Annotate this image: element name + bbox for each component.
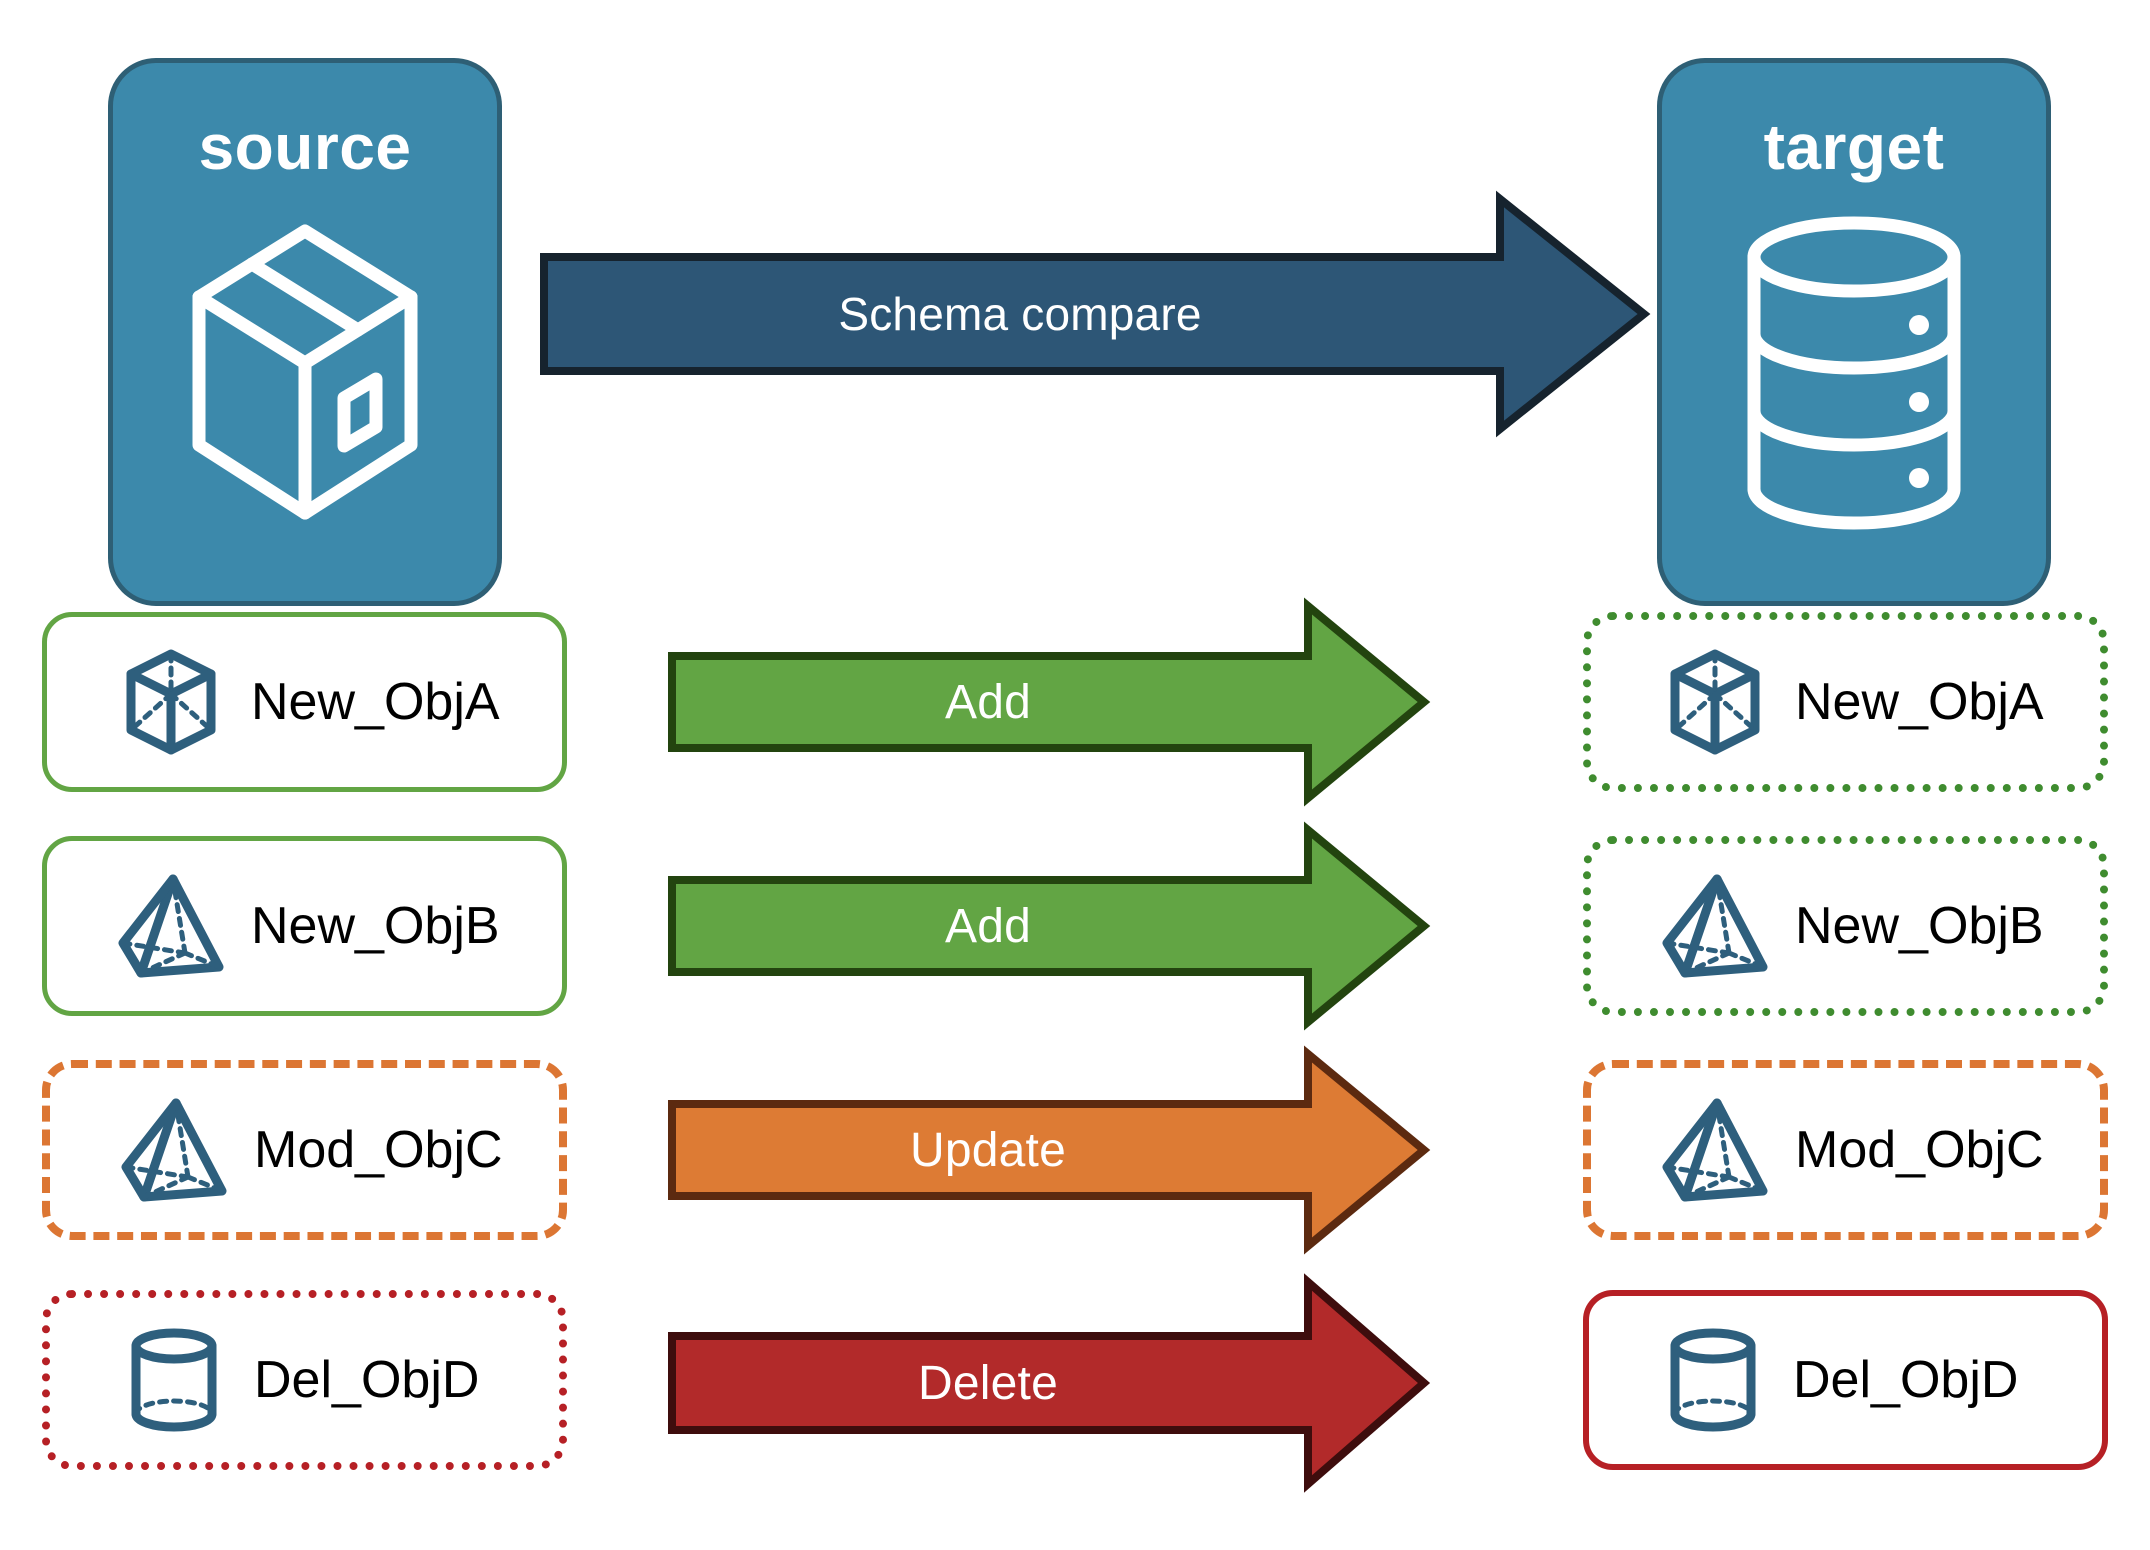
cylinder-wireframe-icon (120, 1324, 228, 1436)
target-object-card[interactable]: Del_ObjD (1583, 1290, 2108, 1470)
action-arrow-update[interactable]: Update (668, 1045, 1431, 1255)
cylinder-wireframe-icon (1659, 1324, 1767, 1436)
database-cylinder-icon (1739, 213, 1969, 533)
action-arrow-delete[interactable]: Delete (668, 1273, 1431, 1493)
action-arrow-label: Add (944, 675, 1031, 729)
cube-wireframe-icon (117, 646, 225, 758)
endpoint-card-source[interactable]: source (108, 58, 502, 606)
cube-wireframe-icon (1661, 646, 1769, 758)
target-object-card[interactable]: Mod_ObjC (1583, 1060, 2108, 1240)
source-object-card[interactable]: Del_ObjD (42, 1290, 567, 1470)
target-object-label: Mod_ObjC (1795, 1121, 2044, 1179)
action-arrow-add[interactable]: Add (668, 821, 1431, 1031)
action-arrow-label: Update (910, 1123, 1066, 1177)
target-object-card[interactable]: New_ObjA (1583, 612, 2108, 792)
compare-row: Del_ObjD Delete Del_ObjD (0, 1273, 2150, 1493)
endpoint-label-source: source (198, 111, 412, 183)
schema-compare-label: Schema compare (838, 288, 1202, 340)
compare-row: New_ObjB Add (0, 821, 2150, 1031)
action-arrow-add[interactable]: Add (668, 597, 1431, 807)
endpoint-label-target: target (1763, 111, 1945, 183)
schema-compare-arrow[interactable]: Schema compare (540, 190, 1651, 438)
target-object-label: New_ObjB (1795, 897, 2044, 955)
source-object-card[interactable]: Mod_ObjC (42, 1060, 567, 1240)
compare-row: New_ObjA Add (0, 597, 2150, 807)
compare-row: Mod_ObjC Update (0, 1045, 2150, 1255)
source-object-label: Del_ObjD (254, 1351, 480, 1409)
action-arrow-label: Add (944, 899, 1031, 953)
pyramid-wireframe-icon (1661, 1094, 1769, 1206)
source-object-label: Mod_ObjC (254, 1121, 503, 1179)
endpoint-card-target[interactable]: target (1657, 58, 2051, 606)
box-3d-icon (180, 213, 430, 543)
action-arrow-label: Delete (918, 1356, 1058, 1410)
source-object-card[interactable]: New_ObjB (42, 836, 567, 1016)
target-object-label: New_ObjA (1795, 673, 2044, 731)
pyramid-wireframe-icon (120, 1094, 228, 1206)
pyramid-wireframe-icon (1661, 870, 1769, 982)
target-object-label: Del_ObjD (1793, 1351, 2019, 1409)
pyramid-wireframe-icon (117, 870, 225, 982)
source-object-card[interactable]: New_ObjA (42, 612, 567, 792)
source-object-label: New_ObjA (251, 673, 500, 731)
target-object-card[interactable]: New_ObjB (1583, 836, 2108, 1016)
source-object-label: New_ObjB (251, 897, 500, 955)
